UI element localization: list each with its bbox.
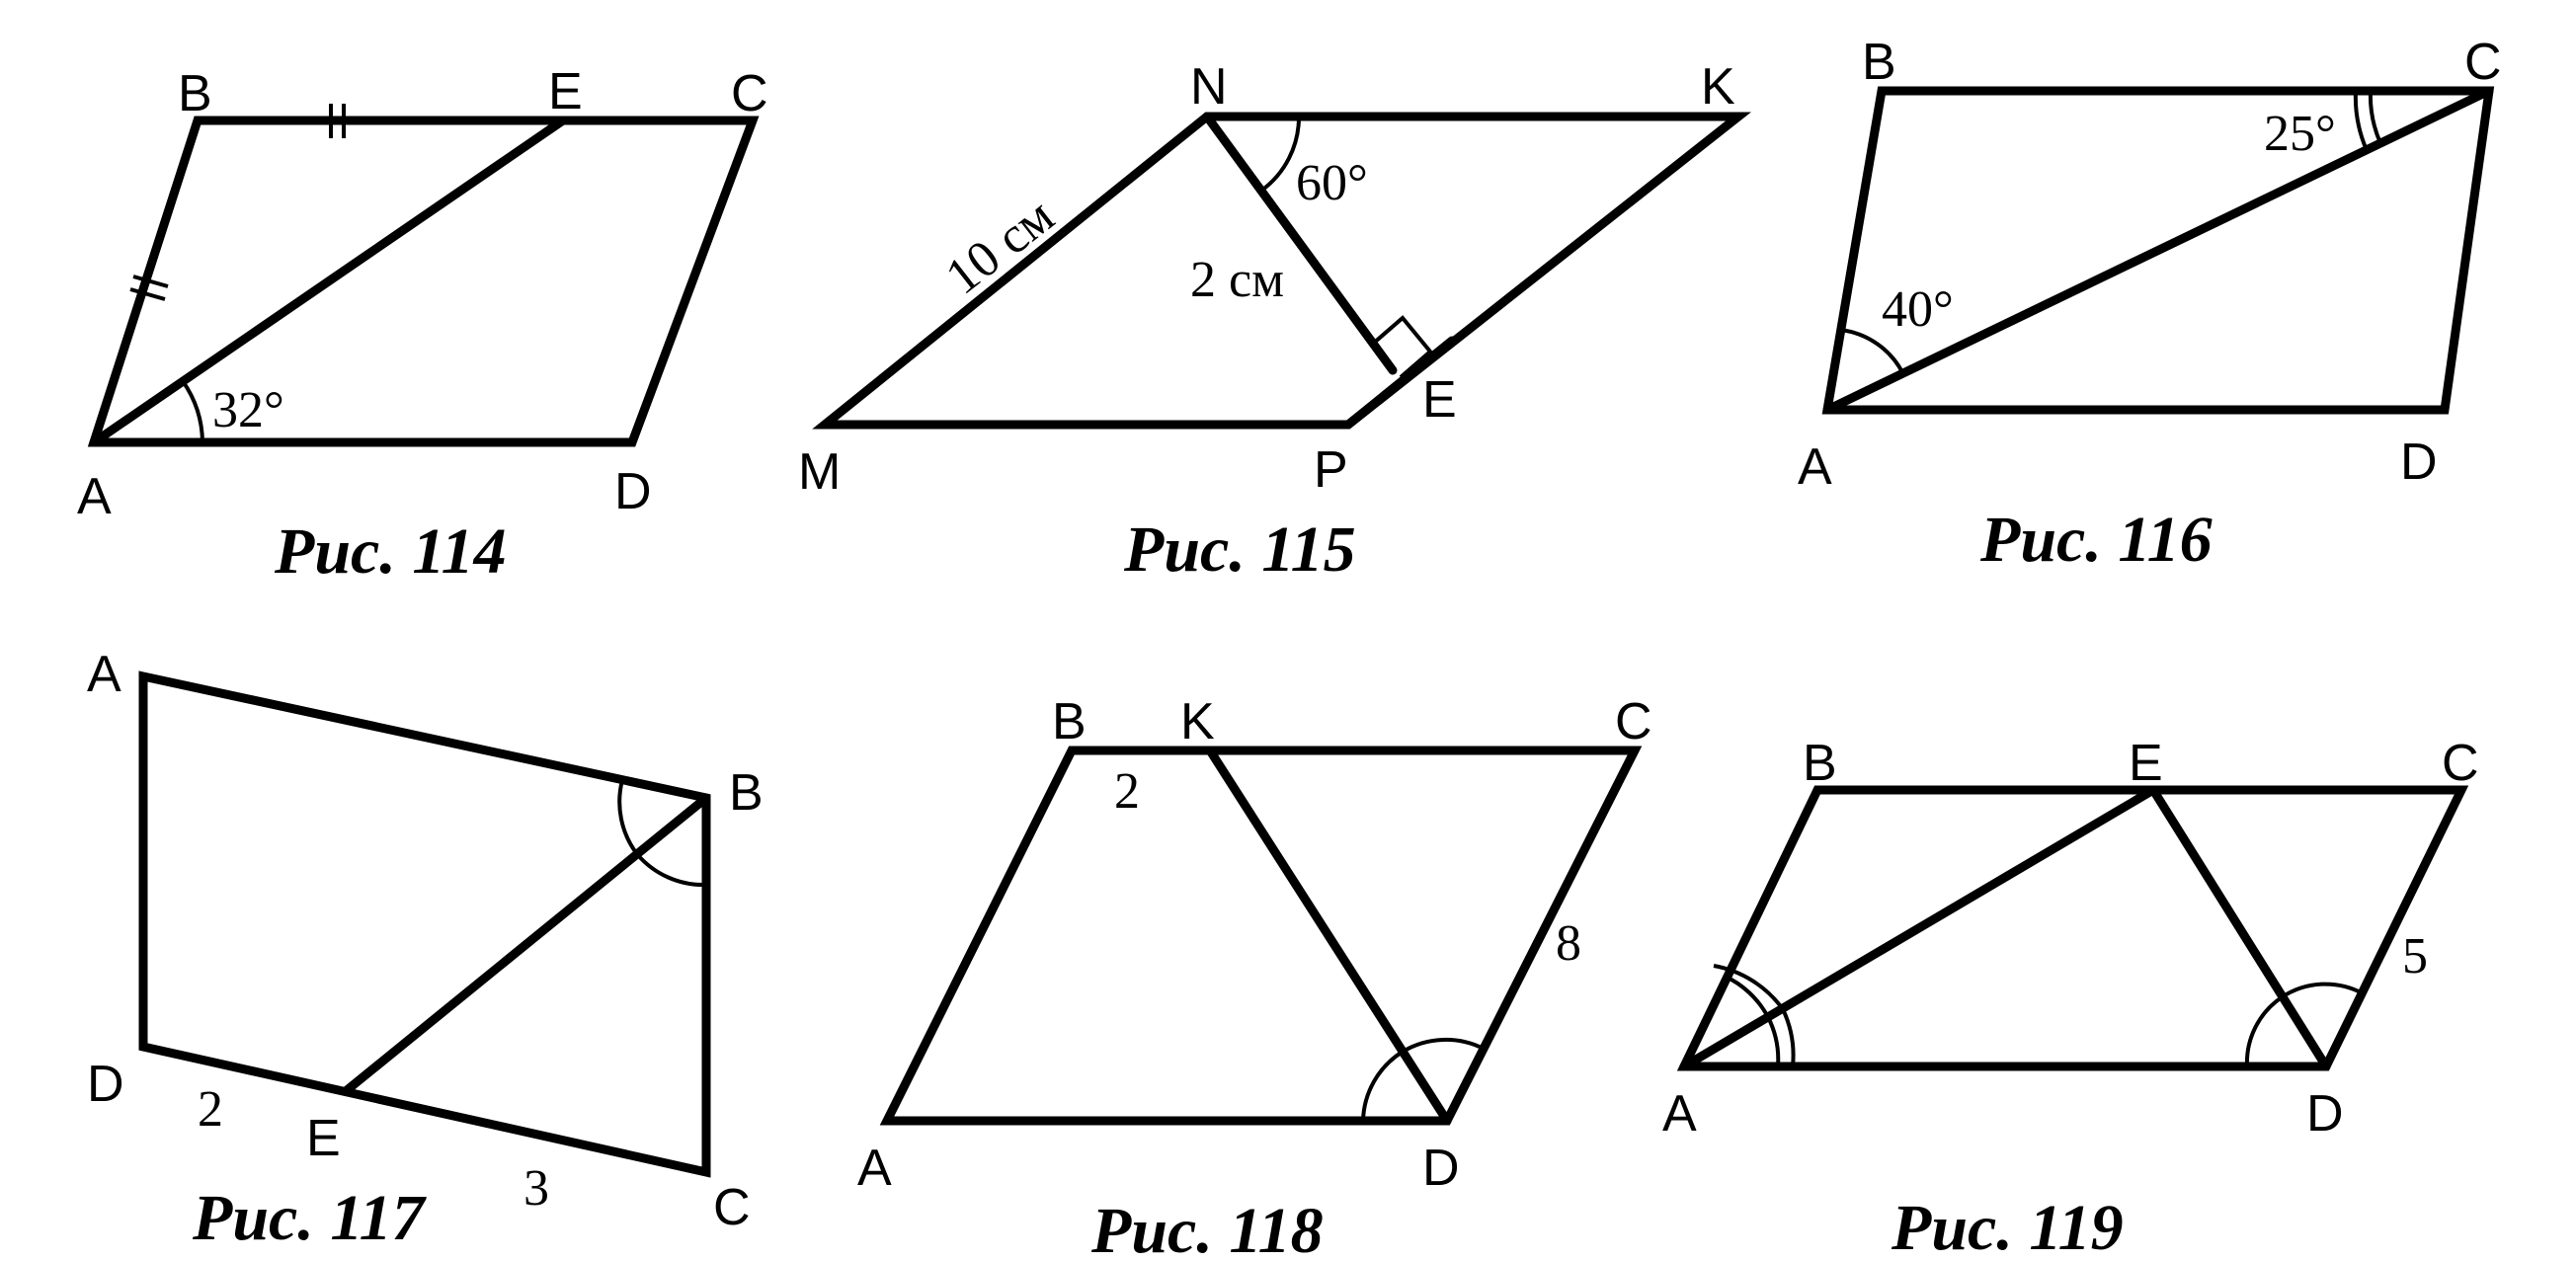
- vertex-k: K: [1701, 58, 1735, 116]
- vertex-c: C: [2464, 34, 2502, 91]
- figure-115: 60° 10 см 2 см M N K P E Рис. 115: [798, 58, 1751, 586]
- angle-arc: [2368, 90, 2382, 144]
- vertex-d: D: [1422, 1140, 1460, 1197]
- segment-label: 5: [2402, 928, 2428, 985]
- figure-caption: Рис. 117: [192, 1182, 428, 1254]
- vertex-n: N: [1190, 58, 1228, 116]
- vertex-e: E: [306, 1110, 341, 1167]
- bisector-ae: [1679, 785, 2158, 1071]
- segment-ae: [89, 116, 568, 447]
- angle-arc: [2244, 982, 2364, 1067]
- vertex-a: A: [87, 646, 121, 703]
- vertex-a: A: [1798, 438, 1832, 496]
- angle-label: 25°: [2264, 106, 2336, 162]
- figure-119: A B E C D 5 Рис. 119: [1662, 735, 2479, 1261]
- segment-label: 3: [523, 1160, 549, 1217]
- vertex-p: P: [1314, 441, 1348, 499]
- segment-label: 2: [198, 1081, 223, 1138]
- angle-arc: [1361, 1037, 1485, 1122]
- angle-arc: [1713, 964, 1796, 1067]
- tick-mark-ab: [129, 287, 166, 301]
- diagonal-ac: [1822, 86, 2494, 415]
- figure-116: 40° 25° A B C D Рис. 116: [1798, 34, 2502, 576]
- figure-caption: Рис. 116: [1979, 504, 2213, 576]
- vertex-m: M: [798, 443, 841, 501]
- vertex-d: D: [614, 463, 652, 520]
- figure-caption: Рис. 114: [274, 515, 507, 588]
- vertex-b: B: [1803, 735, 1837, 792]
- vertex-d: D: [2306, 1085, 2344, 1143]
- figure-118: A B K C D 2 8 Рис. 118: [857, 693, 1652, 1261]
- vertex-e: E: [548, 63, 583, 120]
- height-label: 2 см: [1190, 252, 1284, 308]
- figure-117: A B C D E 2 3 Рис. 117: [87, 646, 764, 1254]
- angle-arc: [2353, 90, 2369, 151]
- vertex-a: A: [1662, 1085, 1697, 1143]
- vertex-b: B: [1052, 693, 1087, 750]
- parallelogram-abcd: [1821, 86, 2495, 415]
- parallelogram-abcd: [879, 746, 1643, 1126]
- vertex-d: D: [2400, 433, 2438, 491]
- parallelogram-abcd: [1676, 785, 2469, 1071]
- figure-caption: Рис. 115: [1123, 513, 1356, 586]
- angle-arc: [1259, 116, 1302, 193]
- vertex-b: B: [178, 65, 212, 122]
- vertex-a: A: [857, 1140, 892, 1197]
- parallelogram-abcd: [87, 116, 760, 447]
- vertex-c: C: [713, 1179, 751, 1236]
- vertex-b: B: [1862, 34, 1896, 91]
- angle-label: 40°: [1882, 281, 1954, 338]
- tick-mark-ab: [132, 275, 169, 288]
- angle-arc: [181, 379, 204, 443]
- segment-label: 8: [1556, 915, 1581, 972]
- bisector-dk: [1205, 746, 1452, 1126]
- vertex-c: C: [2442, 735, 2479, 792]
- right-angle-mark: [1371, 315, 1433, 379]
- parallelogram-mnkp: [812, 112, 1751, 430]
- vertex-k: K: [1180, 693, 1215, 750]
- vertex-b: B: [729, 764, 764, 822]
- vertex-d: D: [87, 1056, 124, 1113]
- angle-arc: [1839, 328, 1905, 375]
- angle-label: 60°: [1296, 155, 1368, 211]
- segment-label: 2: [1114, 763, 1140, 820]
- figure-caption: Рис. 118: [1090, 1195, 1324, 1261]
- angle-arc: [1723, 974, 1781, 1067]
- vertex-e: E: [1422, 371, 1457, 429]
- vertex-c: C: [731, 65, 768, 122]
- bisector-be: [341, 793, 711, 1096]
- vertex-c: C: [1615, 693, 1652, 750]
- height-ne: [1202, 112, 1398, 375]
- figure-114: 32° A B E C D Рис. 114: [77, 63, 768, 588]
- parallelogram-abcd: [138, 670, 711, 1178]
- vertex-a: A: [77, 468, 112, 525]
- vertex-e: E: [2129, 735, 2163, 792]
- angle-arc: [617, 779, 707, 888]
- bisector-de: [2148, 785, 2331, 1071]
- angle-label: 32°: [212, 382, 284, 438]
- figure-caption: Рис. 119: [1891, 1192, 2124, 1261]
- extension-kp: [1343, 336, 1457, 430]
